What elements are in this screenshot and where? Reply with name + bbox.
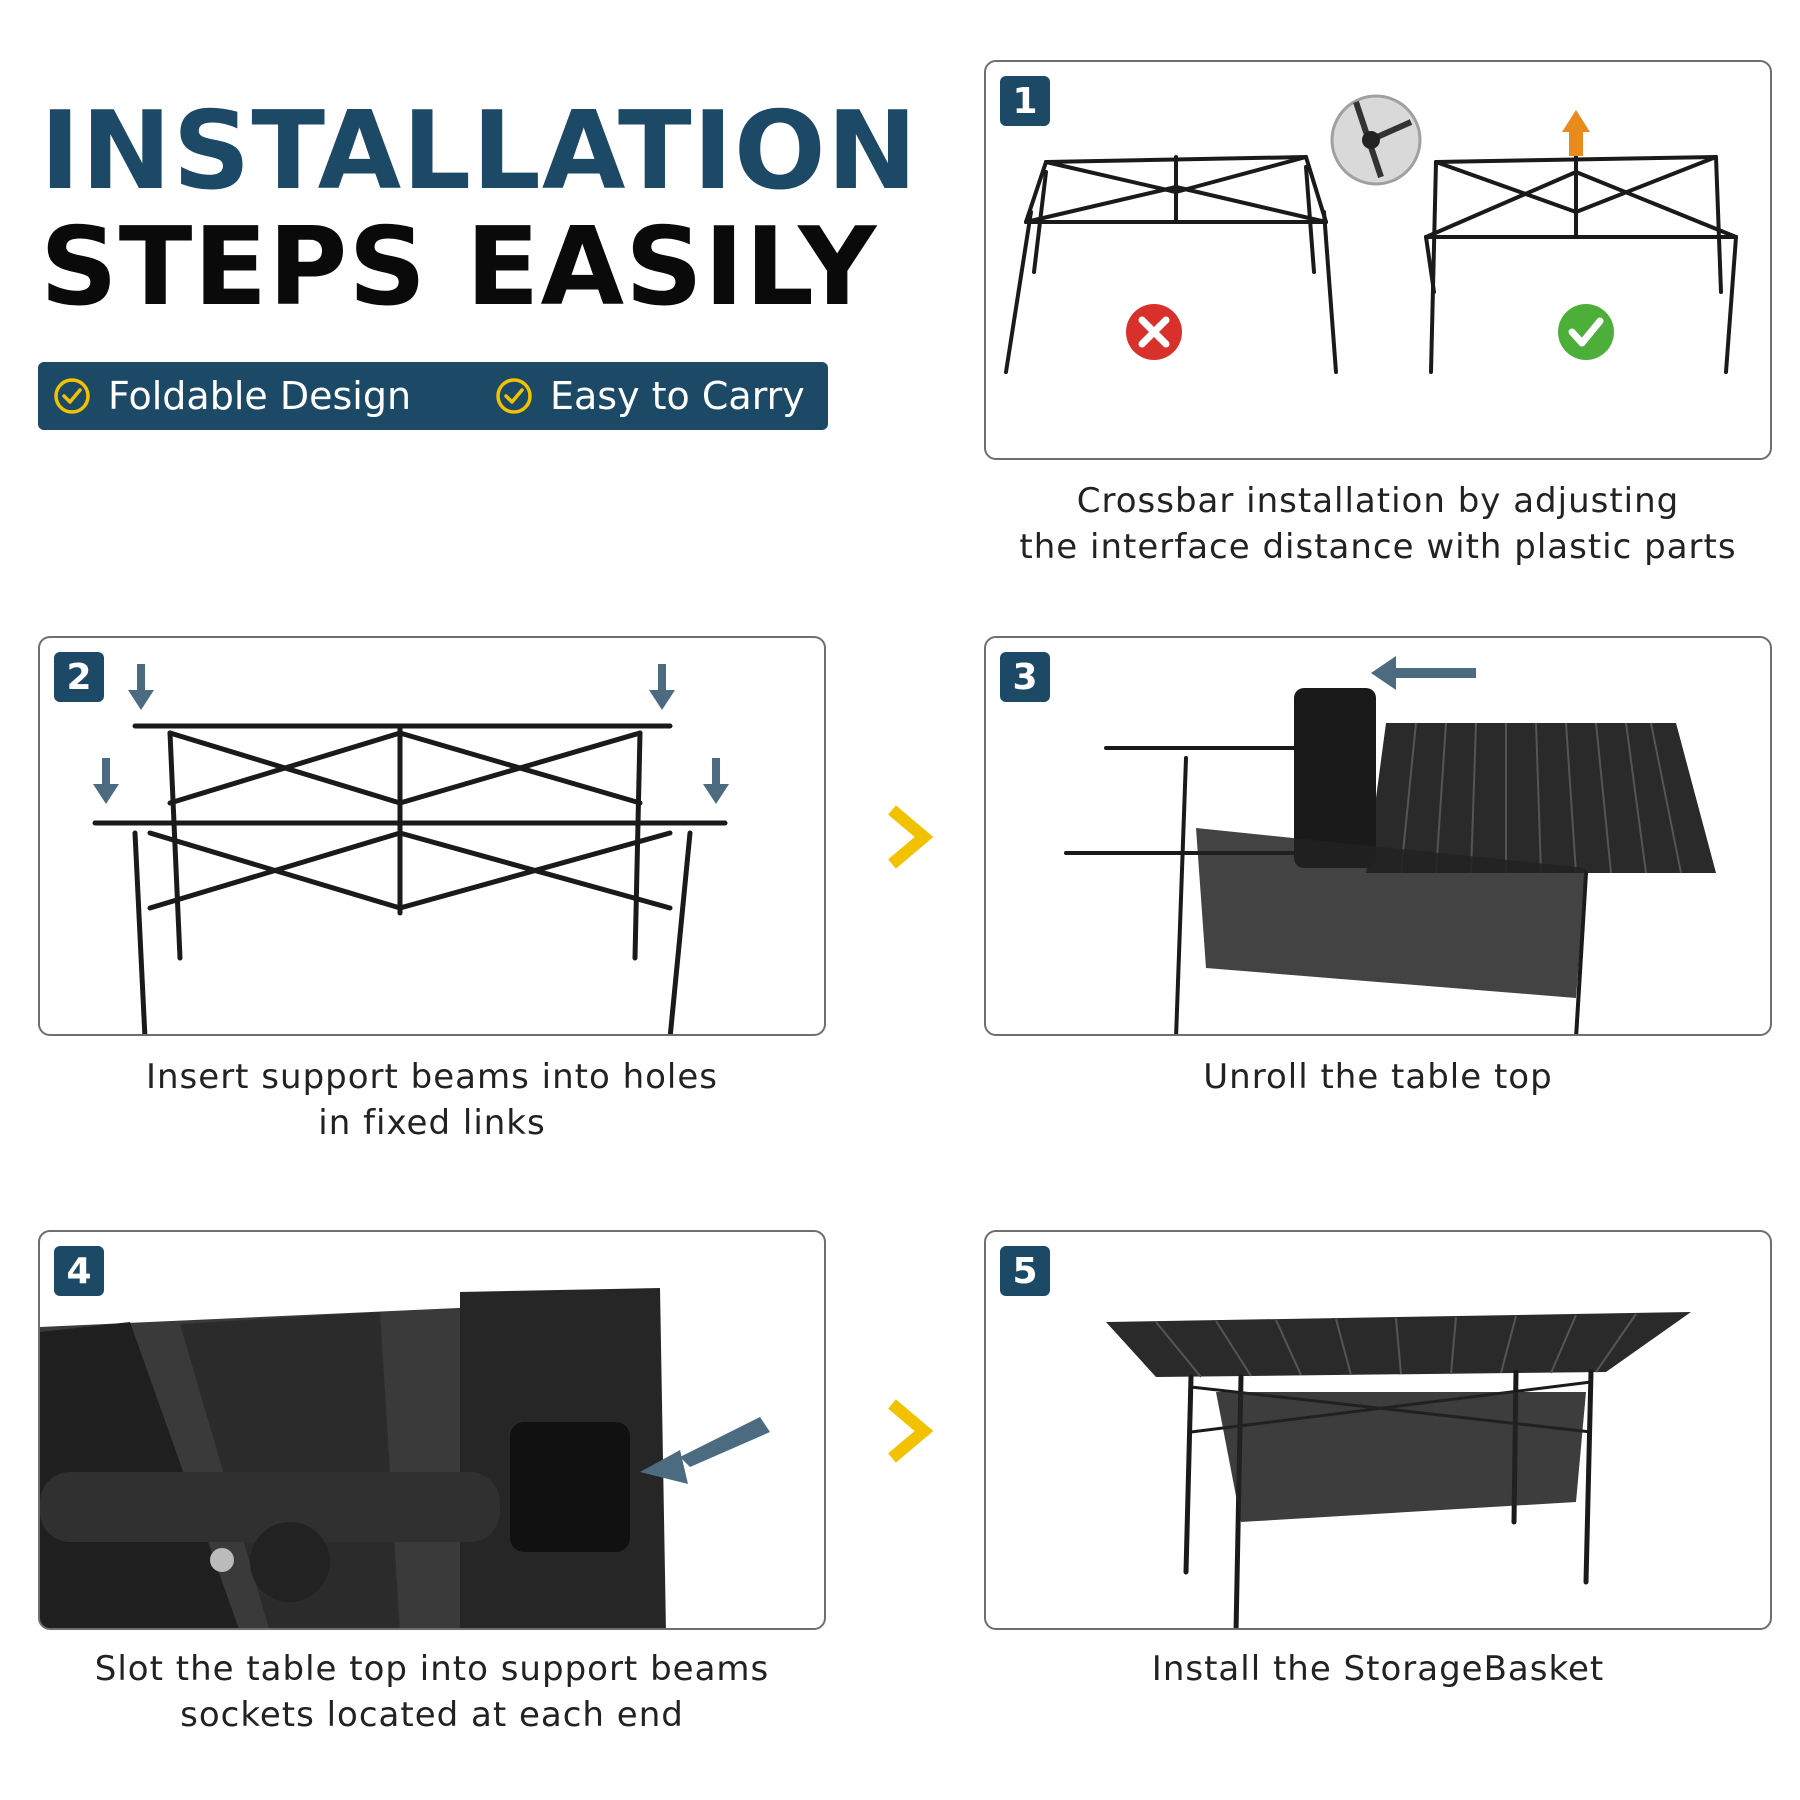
down-arrow-icon (128, 664, 154, 710)
zoom-detail-icon (1330, 94, 1422, 186)
rolled-top (1294, 688, 1376, 868)
feature-bar: Foldable Design Easy to Carry (38, 362, 828, 430)
wrong-mark-icon (1126, 304, 1182, 360)
step-2-caption: Insert support beams into holes in fixed… (38, 1054, 826, 1146)
next-chevron-icon (888, 805, 934, 869)
crossbar-illustration (1004, 94, 1738, 374)
caption-line: Slot the table top into support beams (94, 1649, 770, 1689)
step-number-badge: 4 (54, 1246, 104, 1296)
caption-line: the interface distance with plastic part… (1019, 527, 1737, 567)
title-line-2: STEPS EASILY (40, 205, 878, 330)
step-5-panel: 5 (984, 1230, 1772, 1630)
step-2-panel: 2 (38, 636, 826, 1036)
unroll-top-illustration (1064, 656, 1716, 1034)
feature-label: Easy to Carry (550, 374, 805, 418)
caption-line: in fixed links (318, 1103, 546, 1143)
down-arrow-icon (649, 664, 675, 710)
step-4-caption: Slot the table top into support beams so… (38, 1646, 826, 1738)
joint (250, 1522, 330, 1602)
step-1-caption: Crossbar installation by adjusting the i… (984, 478, 1772, 570)
caption-line: Install the StorageBasket (1151, 1649, 1605, 1689)
caption-line: Crossbar installation by adjusting (1076, 481, 1680, 521)
correct-mark-icon (1558, 304, 1614, 360)
left-arrow-icon (640, 1417, 770, 1484)
check-circle-icon (54, 378, 90, 414)
check-circle-icon (496, 378, 532, 414)
down-arrow-icon (703, 758, 729, 804)
step-3-panel: 3 (984, 636, 1772, 1036)
screw-icon (210, 1548, 234, 1572)
left-arrow-icon (1371, 656, 1476, 690)
step-5-caption: Install the StorageBasket (984, 1646, 1772, 1692)
step-1-panel: 1 (984, 60, 1772, 460)
down-arrows (93, 664, 729, 804)
storage-basket (1216, 1392, 1586, 1522)
support-beam-illustration (92, 664, 729, 1034)
slot-socket-illustration (40, 1288, 770, 1628)
step-4-panel: 4 (38, 1230, 826, 1630)
step-3-caption: Unroll the table top (984, 1054, 1772, 1100)
support-beam (40, 1472, 500, 1542)
correct-frame (1424, 155, 1738, 374)
step-number-badge: 3 (1000, 652, 1050, 702)
caption-line: Insert support beams into holes (145, 1057, 718, 1097)
next-chevron-icon (888, 1399, 934, 1463)
table-top (1366, 723, 1716, 873)
down-arrow-icon (93, 758, 119, 804)
feature-easy-carry: Easy to Carry (494, 362, 805, 430)
socket (510, 1422, 630, 1552)
storage-basket-illustration (1106, 1312, 1691, 1628)
step-number-badge: 1 (1000, 76, 1050, 126)
slat (180, 1312, 400, 1628)
step-number-badge: 5 (1000, 1246, 1050, 1296)
caption-line: Unroll the table top (1203, 1057, 1553, 1097)
wrong-frame (1004, 155, 1338, 374)
feature-label: Foldable Design (108, 374, 412, 418)
frame-beams (92, 723, 728, 1034)
feature-foldable: Foldable Design (52, 362, 411, 430)
title-line-1: INSTALLATION (40, 89, 919, 214)
table-slats (1400, 722, 1682, 874)
storage-basket (1196, 828, 1586, 998)
step-number-badge: 2 (54, 652, 104, 702)
caption-line: sockets located at each end (180, 1695, 684, 1735)
table-slats (1155, 1313, 1637, 1378)
up-arrow-icon (1562, 110, 1590, 156)
